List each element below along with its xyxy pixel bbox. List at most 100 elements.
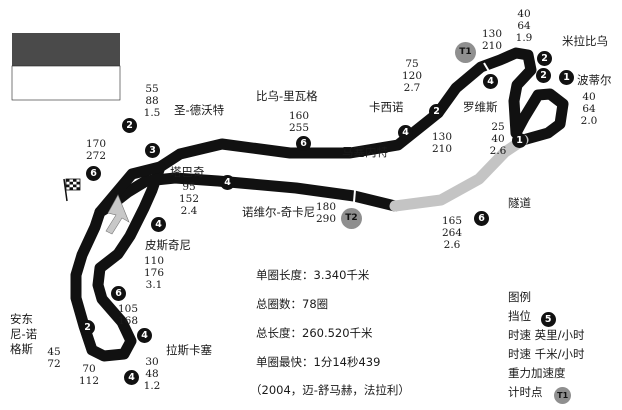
stat-record-note: （2004，迈-舒马赫，法拉利） [250, 383, 410, 397]
gear-rascasse-b: 4 [124, 370, 139, 385]
speed-mph: 25 [491, 121, 505, 133]
corner-loews: 罗维斯 [463, 100, 498, 114]
timing-line-t1 [483, 62, 491, 74]
speed-kmh: 168 [117, 315, 139, 327]
corner-rascasse: 拉斯卡塞 [166, 343, 212, 357]
legend-title: 图例 [508, 290, 531, 304]
legend-timer-row: 计时点 T1 [508, 385, 572, 404]
gear-tunnel: 6 [474, 211, 489, 226]
track-start-straight [94, 161, 166, 218]
speed-kmh: 264 [441, 227, 463, 239]
start-finish-flag-icon [63, 178, 81, 202]
gear-piscine: 4 [151, 217, 166, 232]
flag-top [12, 33, 120, 66]
stat-total-length: 总长度：260.520千米 [256, 326, 373, 340]
corner-ste-devote: 圣-德沃特 [174, 103, 225, 117]
speed-mph: 170 [85, 138, 107, 150]
corner-anthony-noghes-label: 安东尼-诺格斯 [10, 312, 38, 356]
timer-t2-marker: T2 [341, 208, 362, 229]
speed-mph: 70 [82, 363, 96, 375]
g-force: 2.0 [580, 115, 598, 127]
gear-rascasse-a: 4 [137, 328, 152, 343]
speed-kmh: 48 [145, 368, 159, 380]
direction-arrow-icon [105, 194, 130, 235]
gear-start: 6 [86, 166, 101, 181]
gear-nouvelle-chicane: 4 [220, 175, 235, 190]
speed-mirabeau: 40 64 1.9 [510, 8, 538, 44]
speed-kmh: 64 [517, 20, 531, 32]
speed-mph: 95 [182, 181, 196, 193]
legend-gear-label: 挡位 [508, 309, 531, 323]
gear-mirabeau-a: 2 [537, 51, 552, 66]
gear-portier: 1 [559, 70, 574, 85]
speed-casino: 75 120 2.7 [398, 58, 426, 94]
speed-tunnel: 165 264 2.6 [438, 215, 466, 251]
g-force: 2.7 [403, 82, 421, 94]
corner-massenet: 马塞内特 [342, 145, 388, 159]
timer-t1-marker: T1 [455, 42, 476, 63]
legend-speed-mph: 时速 英里/小时 [508, 328, 585, 342]
legend-gear-sample: 5 [540, 312, 556, 327]
speed-loews: 25 40 2.6 [484, 121, 512, 157]
speed-mph: 40 [582, 91, 596, 103]
legend-g-force: 重力加速度 [508, 366, 566, 380]
speed-mph: 180 [315, 201, 337, 213]
speed-mph: 45 [47, 346, 61, 358]
speed-ste-devote: 55 88 1.5 [138, 83, 166, 119]
stat-fastest-lap: 单圈最快：1分14秒439 [256, 355, 381, 369]
g-force: 1.5 [143, 107, 161, 119]
speed-anthony-2: 70 112 [75, 363, 103, 387]
speed-kmh: 120 [401, 70, 423, 82]
stat-laps: 总圈数：78圈 [256, 297, 329, 311]
gear-mirabeau-top: 4 [483, 74, 498, 89]
speed-mph: 30 [145, 356, 159, 368]
stat-lap-length: 单圈长度：3.340千米 [256, 268, 370, 282]
corner-nouvelle-chicane: 诺维尔-奇卡尼 [242, 205, 316, 219]
speed-kmh: 40 [491, 133, 505, 145]
speed-mph: 75 [405, 58, 419, 70]
speed-chicane-pool: 105 168 [114, 303, 142, 327]
legend-gear-row: 挡位 5 [508, 309, 556, 327]
speed-kmh: 290 [315, 213, 337, 225]
speed-mph: 110 [143, 255, 165, 267]
speed-mph: 55 [145, 83, 159, 95]
g-force: 3.1 [145, 279, 163, 291]
g-force: 2.4 [180, 205, 198, 217]
g-force: 1.9 [515, 32, 533, 44]
legend-timer-label: 计时点 [508, 385, 543, 399]
speed-mph: 130 [431, 131, 453, 143]
speed-beau-rivage: 160 255 [285, 110, 313, 134]
legend-timer-sample: T1 [554, 387, 572, 404]
speed-rascasse: 30 48 1.2 [138, 356, 166, 392]
legend-speed-kmh: 时速 千米/小时 [508, 347, 585, 361]
speed-anthony-1: 45 72 [40, 346, 68, 370]
g-force: 2.6 [443, 239, 461, 251]
speed-kmh: 255 [288, 122, 310, 134]
gear-beau-rivage: 6 [296, 136, 311, 151]
speed-kmh: 272 [85, 150, 107, 162]
speed-kmh: 64 [582, 103, 596, 115]
speed-kmh: 152 [178, 193, 200, 205]
gear-massenet: 4 [398, 125, 413, 140]
speed-kmh: 112 [78, 375, 100, 387]
speed-tabac: 95 152 2.4 [175, 181, 203, 217]
gear-anthony: 2 [80, 320, 95, 335]
gear-ste-devote: 2 [122, 118, 137, 133]
speed-t1: 130 210 [478, 28, 506, 52]
gear-chicane-pool: 6 [111, 286, 126, 301]
speed-mph: 40 [517, 8, 531, 20]
gear-loews: 1 [512, 133, 527, 148]
corner-anthony-noghes: 安东尼-诺格斯 [10, 312, 46, 357]
corner-mirabeau: 米拉比乌 [562, 34, 608, 48]
corner-casino: 卡西诺 [369, 100, 404, 114]
flag-bottom [11, 65, 121, 101]
speed-mph: 160 [288, 110, 310, 122]
speed-piscine: 110 176 3.1 [140, 255, 168, 291]
corner-tunnel: 隧道 [508, 196, 531, 210]
timing-line-t2 [353, 189, 356, 203]
speed-t2: 180 290 [312, 201, 340, 225]
gear-casino-in: 2 [429, 104, 444, 119]
g-force: 1.2 [143, 380, 161, 392]
speed-mph: 165 [441, 215, 463, 227]
